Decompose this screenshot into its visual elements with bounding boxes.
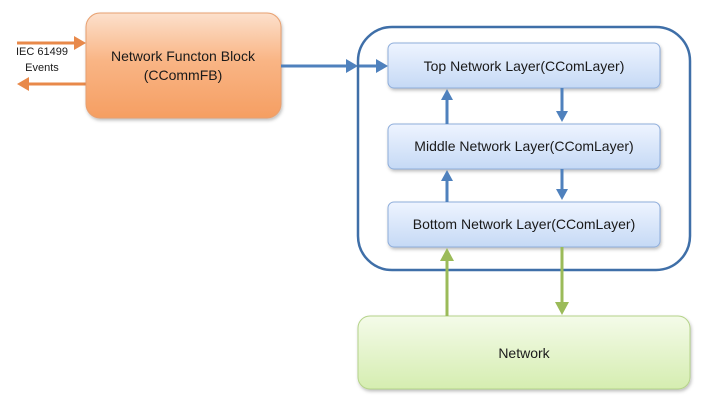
function-block-subtitle: (CCommFB) bbox=[144, 67, 223, 83]
layer-group-container bbox=[356, 25, 692, 272]
middle-layer-box bbox=[387, 123, 661, 170]
events-out-arrow bbox=[17, 77, 86, 91]
network-to-bottom-arrow bbox=[440, 248, 454, 316]
middle-to-bottom-arrow bbox=[556, 169, 568, 200]
top-to-middle-arrow bbox=[556, 88, 568, 122]
events-label-line2: Events bbox=[25, 62, 59, 74]
bottom-layer-box bbox=[387, 201, 661, 248]
function-block-title: Network Functon Block bbox=[111, 48, 256, 64]
events-in-arrow bbox=[17, 36, 86, 50]
middle-to-top-arrow bbox=[441, 89, 453, 124]
network-label: Network bbox=[498, 345, 550, 361]
fb-to-group-arrow bbox=[281, 59, 358, 73]
bottom-to-middle-arrow bbox=[441, 170, 453, 202]
top-layer-box bbox=[387, 42, 661, 89]
bottom-to-network-arrow bbox=[555, 247, 569, 315]
middle-layer-label: Middle Network Layer(CComLayer) bbox=[414, 138, 633, 154]
bottom-layer-label: Bottom Network Layer(CComLayer) bbox=[413, 216, 636, 232]
events-label-line1: IEC 61499 bbox=[16, 46, 68, 58]
network-box bbox=[357, 315, 691, 390]
top-layer-label: Top Network Layer(CComLayer) bbox=[424, 58, 625, 74]
function-block-box bbox=[85, 12, 282, 119]
group-to-top-layer-arrow bbox=[358, 59, 388, 73]
